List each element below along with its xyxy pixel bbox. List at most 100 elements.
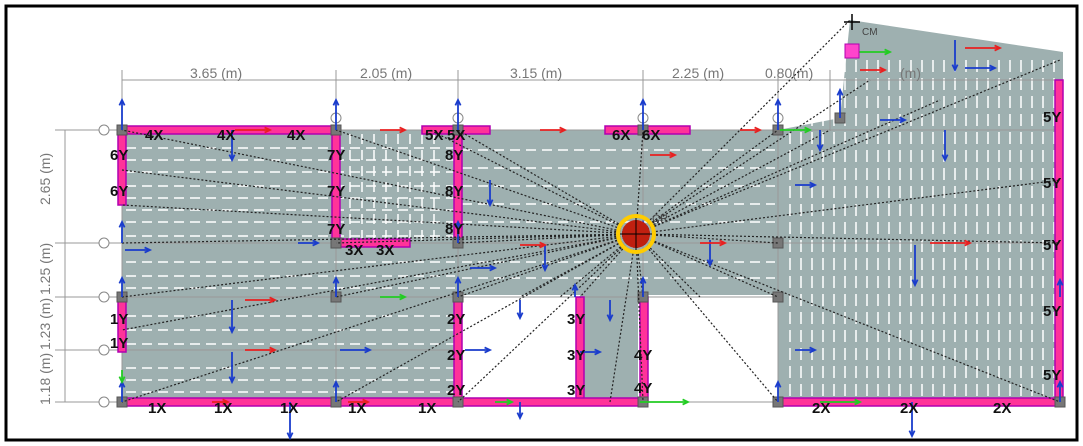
eccentricity-ray	[635, 19, 851, 235]
force-arrowhead	[754, 126, 763, 134]
force-arrowhead	[706, 259, 714, 268]
grid-bubble	[98, 291, 110, 303]
force-arrowhead	[228, 376, 236, 385]
center-of-rigidity: CR	[616, 213, 668, 254]
force-arrowhead	[118, 97, 126, 106]
force-arrowhead	[639, 275, 647, 284]
force-arrowhead	[332, 379, 340, 388]
wall-label: 1X	[214, 400, 232, 417]
eccentricity-ray	[635, 129, 779, 235]
wall-label: 5Y	[1043, 367, 1061, 384]
dim-top-1: 3.65 (m)	[190, 65, 242, 81]
force-arrowhead	[1056, 277, 1064, 286]
slab-dash-lines-right	[789, 60, 1055, 398]
grid-bubble	[98, 396, 110, 408]
force-arrowhead	[804, 126, 813, 134]
eccentricity-ray	[635, 129, 831, 235]
force-arrowhead	[332, 97, 340, 106]
wall-label: 3Y	[567, 382, 585, 399]
rigidity-ring	[616, 214, 656, 254]
force-arrowhead	[264, 126, 273, 134]
wall-label: 3Y	[567, 347, 585, 364]
force-arrowhead	[941, 154, 949, 163]
force-arrowhead	[118, 275, 126, 284]
wall-label: 5Y	[1043, 175, 1061, 192]
force-arrowhead	[989, 64, 998, 72]
wall-label: 5Y	[1043, 303, 1061, 320]
eccentricity-ray	[457, 233, 637, 244]
force-arrowhead	[506, 398, 515, 406]
dim-left-3: 1.23 (m)	[37, 298, 53, 350]
eccentricity-ray	[457, 233, 637, 298]
dim-top-2: 2.05 (m)	[360, 65, 412, 81]
force-arrowhead	[228, 326, 236, 335]
force-arrowhead	[489, 264, 498, 272]
force-arrowhead	[879, 66, 888, 74]
force-arrowhead	[606, 314, 614, 323]
wall-label: 2Y	[447, 382, 465, 399]
wall-label: 5Y	[1043, 237, 1061, 254]
force-arrowhead	[454, 275, 462, 284]
force-arrowhead	[539, 241, 548, 249]
wall-label: 8Y	[445, 147, 463, 164]
wall-label: 5X	[425, 127, 443, 144]
force-arrows	[118, 40, 1064, 441]
wall-label: 4Y	[634, 380, 652, 397]
eccentricity-ray	[121, 233, 637, 244]
wall-label: 7Y	[327, 183, 345, 200]
force-arrowhead	[908, 430, 916, 439]
dim-left-1: 2.65 (m)	[37, 153, 53, 205]
wall-label: 6X	[612, 127, 630, 144]
shear-wall	[461, 397, 641, 407]
force-arrowhead	[118, 219, 126, 228]
eccentricity-ray	[635, 233, 701, 298]
slab-corridor	[580, 295, 638, 402]
force-arrowhead	[854, 398, 863, 406]
eccentricity-ray	[429, 129, 637, 235]
eccentricity-ray	[635, 179, 1061, 235]
mass-marker	[844, 43, 860, 59]
force-arrowhead	[594, 348, 603, 356]
force-arrowhead	[836, 87, 844, 96]
wall-label: 6Y	[110, 183, 128, 200]
grid-bubble	[98, 237, 110, 249]
wall-label: 1X	[280, 400, 298, 417]
force-arrowhead	[484, 346, 493, 354]
force-arrowhead	[559, 126, 568, 134]
force-arrowhead	[454, 219, 462, 228]
wall-label: 7Y	[327, 147, 345, 164]
force-arrowhead	[911, 279, 919, 288]
wall-label: 1Y	[110, 335, 128, 352]
force-arrowhead	[571, 282, 579, 291]
slab-panels	[122, 20, 1063, 402]
dim-top-5: 0.80(m)	[765, 65, 813, 81]
mass-label: CM	[862, 27, 878, 38]
force-arrowhead	[312, 239, 321, 247]
force-arrowhead	[269, 296, 278, 304]
slab-left	[122, 130, 458, 402]
eccentricity-ray	[335, 233, 637, 403]
grid-bubble	[98, 124, 110, 136]
eccentricity-ray	[635, 233, 644, 298]
force-arrowhead	[719, 239, 728, 247]
dim-top-3: 3.15 (m)	[510, 65, 562, 81]
wall-label: 4Y	[634, 347, 652, 364]
force-arrowhead	[816, 144, 824, 153]
slab-mid	[458, 130, 778, 295]
force-arrowhead	[222, 398, 231, 406]
force-arrowhead	[228, 154, 236, 163]
force-arrowhead	[669, 151, 678, 159]
force-arrowhead	[1056, 379, 1064, 388]
force-arrowhead	[884, 48, 893, 56]
wall-label: 3X	[376, 242, 394, 259]
eccentricity-ray	[635, 233, 779, 298]
eccentricity-ray	[635, 79, 871, 235]
wall-label: 2X	[900, 400, 918, 417]
force-arrowhead	[994, 44, 1003, 52]
slab-right	[778, 20, 1063, 402]
force-arrowhead	[809, 346, 818, 354]
force-arrowhead	[541, 264, 549, 273]
eccentricity-ray	[635, 59, 1061, 235]
